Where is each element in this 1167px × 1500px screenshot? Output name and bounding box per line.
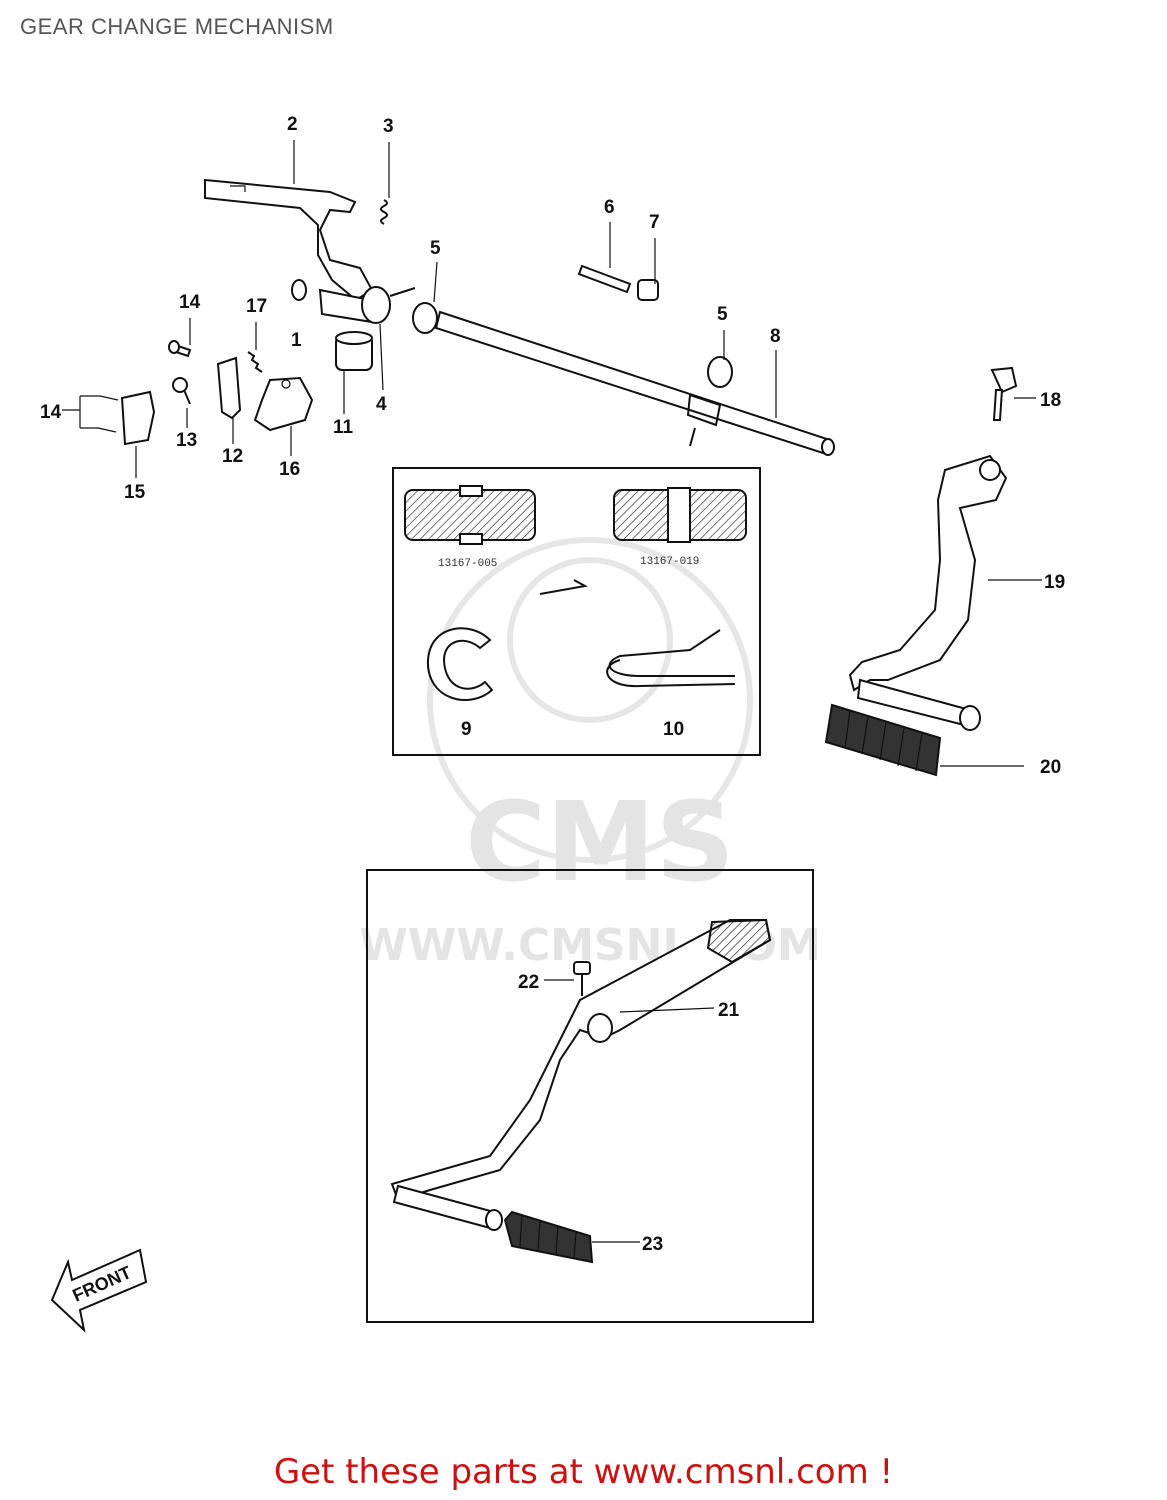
leader-lines	[62, 140, 1042, 1243]
part-4-collar	[318, 286, 416, 324]
callout-19: 19	[1044, 572, 1065, 593]
part-18-bolt	[990, 366, 1018, 421]
part-13-bolt	[172, 377, 191, 405]
callout-5a: 5	[430, 238, 441, 259]
part-3-spring	[380, 199, 388, 225]
callout-10: 10	[663, 719, 684, 740]
callout-17: 17	[246, 296, 267, 317]
part-5-washer-right	[707, 356, 733, 388]
callout-3: 3	[383, 116, 394, 137]
pedal-box	[366, 869, 814, 1323]
callout-13: 13	[176, 430, 197, 451]
part-2-shift-arm	[204, 178, 374, 302]
callout-18: 18	[1040, 390, 1061, 411]
callout-16: 16	[279, 459, 300, 480]
callout-12: 12	[222, 446, 243, 467]
part-9-circlip	[426, 627, 494, 701]
part-20-rubber	[824, 703, 942, 777]
part-6-pin	[577, 264, 632, 294]
callout-4: 4	[376, 394, 387, 415]
part-19-kick-lever	[848, 454, 1008, 731]
callout-20: 20	[1040, 757, 1061, 778]
part-15-bracket	[97, 390, 156, 446]
callout-7: 7	[649, 212, 660, 233]
callout-14a: 14	[179, 292, 201, 313]
callout-22: 22	[518, 972, 539, 993]
inset-code-right: 13167-019	[640, 556, 699, 568]
inset-code-left: 13167-005	[438, 558, 497, 570]
callout-2: 2	[287, 114, 298, 135]
part-22-bolt	[573, 961, 591, 996]
footer-cta-link[interactable]: Get these parts at www.cmsnl.com !	[273, 1452, 894, 1492]
part-17-spring	[247, 351, 263, 373]
part-5-washer-left	[412, 302, 438, 334]
page-title: GEAR CHANGE MECHANISM	[20, 14, 334, 39]
callout-15: 15	[124, 482, 146, 503]
callout-23: 23	[642, 1234, 663, 1255]
part-10-clip	[606, 629, 736, 688]
callout-21: 21	[718, 1000, 740, 1021]
callout-1: 1	[291, 330, 302, 351]
part-12-stopper-arm	[216, 356, 242, 420]
part-7-nut	[637, 279, 659, 301]
callout-labels: 1 2 3 4 5 5 6 7 8 9 10 11 12 13 14 14 15…	[40, 114, 1065, 1255]
part-11-bushing	[335, 331, 373, 371]
callout-11: 11	[333, 417, 354, 438]
callout-14b: 14	[40, 402, 62, 423]
part-23-rubber	[503, 1210, 594, 1264]
inset-box: 13167-005 13167-019	[392, 467, 761, 756]
part-8-shift-shaft	[434, 310, 835, 456]
part-1-ring	[291, 279, 307, 301]
watermark-brand: CMS	[465, 778, 734, 906]
callout-8: 8	[770, 326, 781, 347]
callout-6: 6	[604, 197, 615, 218]
part-16-plate	[253, 376, 314, 432]
callout-5b: 5	[717, 304, 728, 325]
callout-9: 9	[461, 719, 472, 740]
front-arrow: FRONT	[50, 1248, 148, 1333]
part-14-bolt-top	[168, 340, 192, 358]
